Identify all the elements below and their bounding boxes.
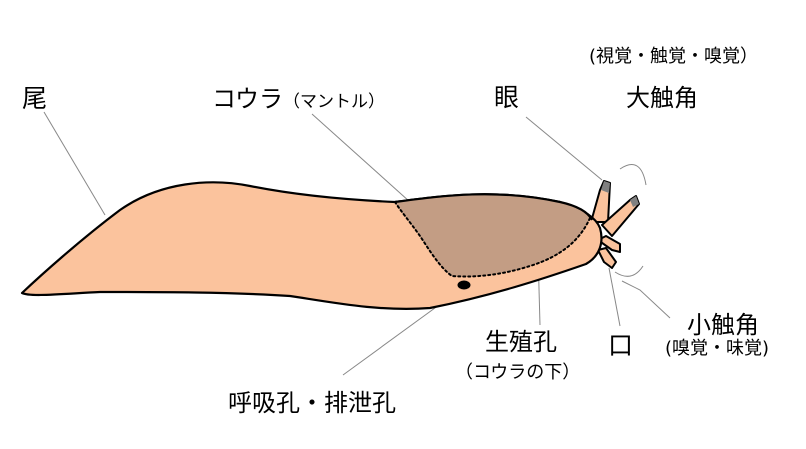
label-big-tentacle-note: (視覚・触覚・嗅覚） (589, 46, 759, 67)
label-tail: 尾 (22, 84, 48, 113)
tentacles (590, 180, 640, 269)
breathing-pore (457, 280, 471, 290)
label-eye: 眼 (494, 83, 520, 112)
label-big-tentacle: 大触角 (626, 84, 698, 112)
leader-line-small-tentacle (621, 280, 671, 319)
leader-line-eye (525, 116, 603, 181)
label-mantle-note: （マントル） (283, 92, 386, 112)
leader-line-tail (43, 111, 106, 216)
small-tentacle-lower (597, 247, 617, 269)
mantle (395, 194, 590, 277)
big-tentacle-lower-tip (630, 196, 639, 207)
label-mouth: 口 (608, 331, 634, 360)
label-small-tentacle: 小触角 (687, 311, 759, 339)
small-tentacle-upper (597, 235, 621, 253)
mantle-edge-dotted (394, 201, 591, 278)
big-tentacle-upper-tip (601, 181, 610, 193)
leader-line-mantle (311, 113, 411, 203)
label-mantle-group: コウラ（マントル） (212, 87, 385, 111)
label-genital-pore: 生殖孔 (485, 328, 557, 356)
bracket-arcs (614, 164, 647, 277)
label-small-tentacle-note: (嗅覚・味覚) (665, 338, 770, 359)
label-mantle: コウラ (212, 85, 284, 113)
mantle-top-outline (394, 193, 593, 221)
bracket-arc-small-tentacle (614, 265, 644, 277)
label-genital-pore-note: （コウラの下） (455, 362, 581, 383)
bracket-arc-big-tentacle (619, 164, 647, 186)
label-breathing-pore: 呼吸孔・排泄孔 (228, 389, 396, 417)
leader-line-mouth (608, 267, 621, 327)
